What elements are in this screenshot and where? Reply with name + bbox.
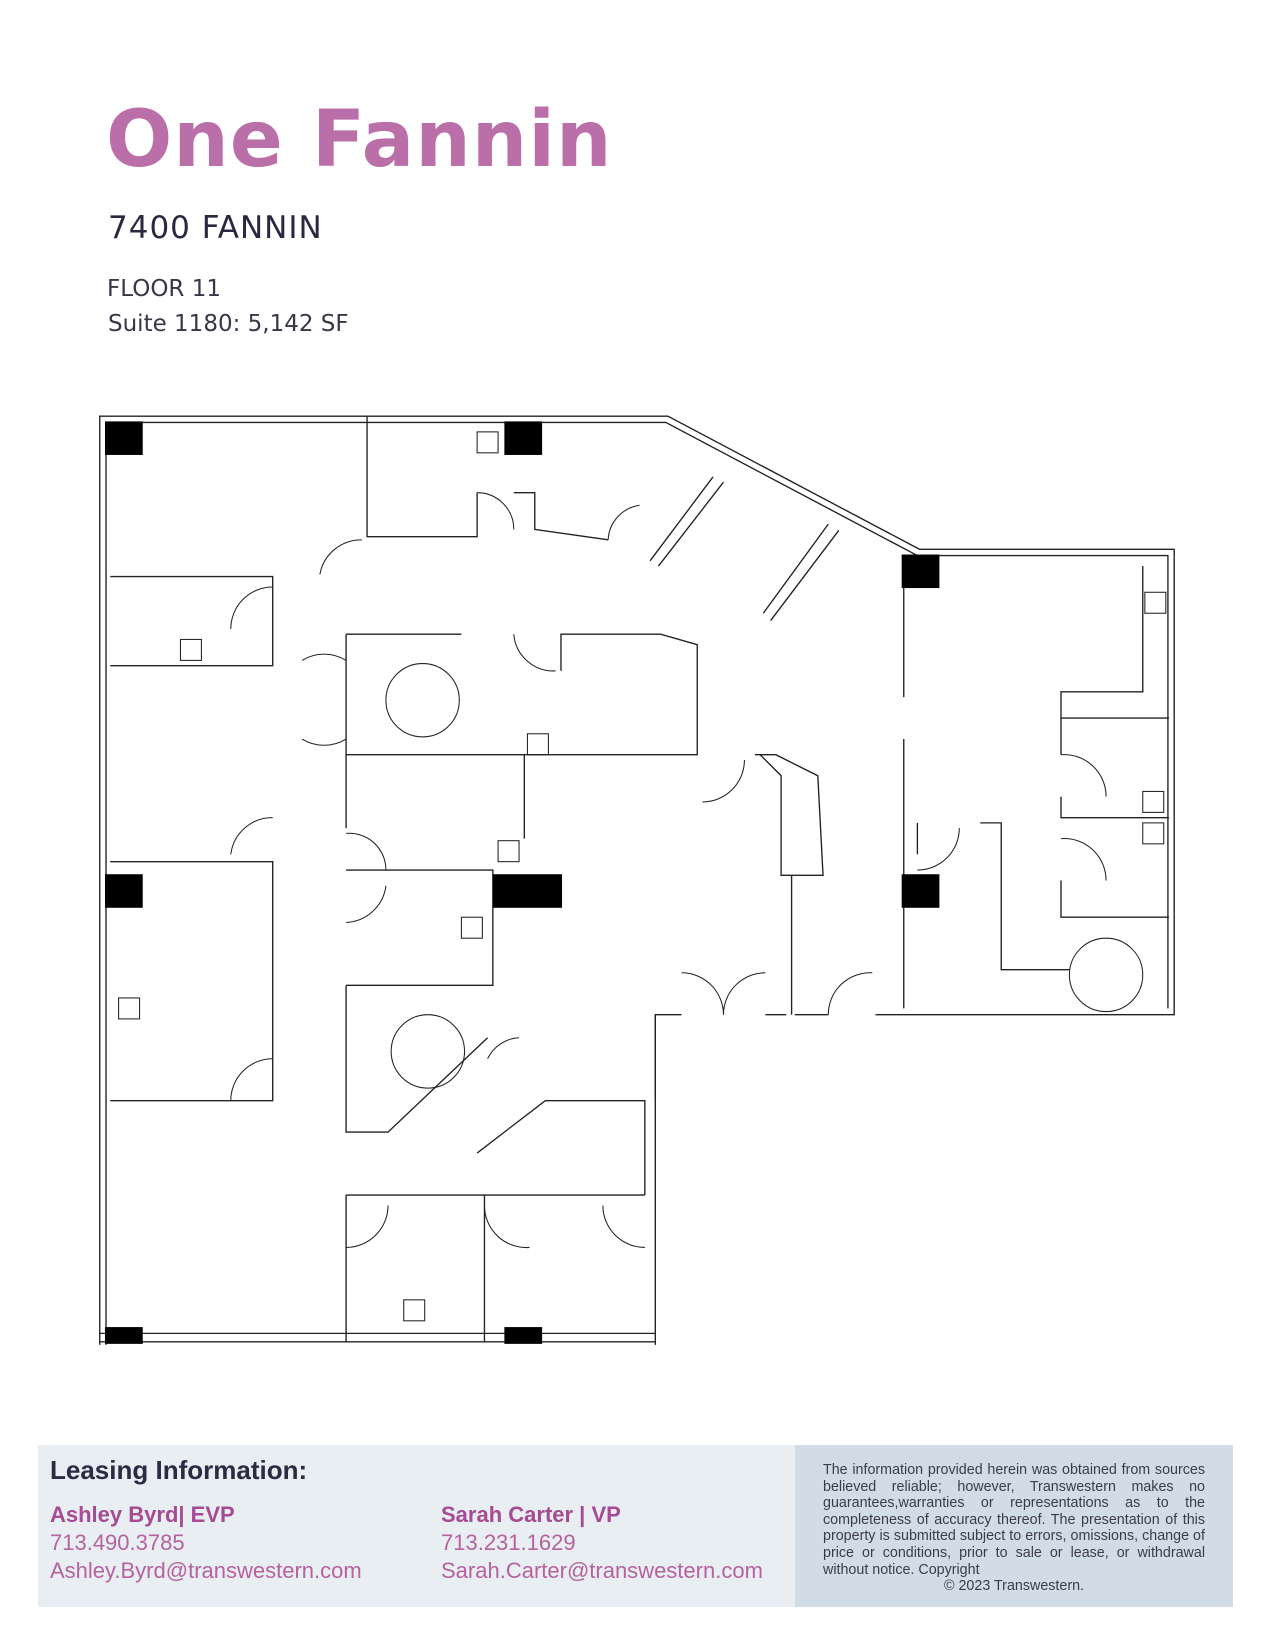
agent-phone[interactable]: 713.231.1629: [441, 1530, 576, 1555]
structural-columns: [104, 421, 940, 1344]
leasing-footer: Leasing Information: Ashley Byrd| EVP 71…: [38, 1445, 1233, 1607]
copyright: © 2023 Transwestern.: [943, 1578, 1085, 1595]
agent-phone[interactable]: 713.490.3785: [50, 1530, 185, 1555]
property-address: 7400 FANNIN: [108, 210, 323, 246]
interior-walls: [110, 416, 1169, 1342]
disclaimer-box: The information provided herein was obta…: [795, 1445, 1233, 1607]
agent-name: Ashley Byrd| EVP: [50, 1502, 235, 1527]
disclaimer-body: The information provided herein was obta…: [823, 1462, 1205, 1578]
door-swings: [230, 492, 1144, 1249]
agent-card: Ashley Byrd| EVP 713.490.3785 Ashley.Byr…: [50, 1501, 362, 1585]
floor-label: FLOOR 11: [107, 276, 221, 302]
sink-fixtures: [118, 431, 1167, 1322]
suite-label: Suite 1180: 5,142 SF: [108, 311, 349, 337]
leasing-heading: Leasing Information:: [50, 1455, 308, 1485]
page-title: One Fannin: [106, 95, 613, 185]
agent-name: Sarah Carter | VP: [441, 1502, 621, 1527]
disclaimer-text: The information provided herein was obta…: [823, 1462, 1205, 1595]
agent-email[interactable]: Ashley.Byrd@transwestern.com: [50, 1558, 362, 1583]
agent-email[interactable]: Sarah.Carter@transwestern.com: [441, 1558, 763, 1583]
exterior-walls: [99, 415, 1175, 1345]
agent-card: Sarah Carter | VP 713.231.1629 Sarah.Car…: [441, 1501, 763, 1585]
